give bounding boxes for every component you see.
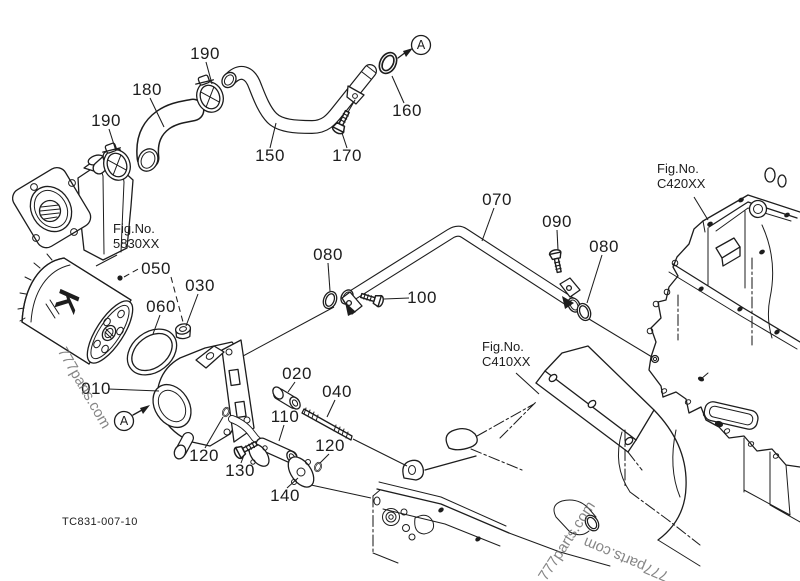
hydraulic-pump-drawing xyxy=(11,147,134,261)
callout-110: 110 xyxy=(270,407,300,426)
figref-engine-label: Fig.No. xyxy=(657,161,699,176)
callout-170: 170 xyxy=(332,146,362,165)
flange-140 xyxy=(287,456,315,488)
callout-140: 140 xyxy=(270,486,300,505)
figref-case-code: C410XX xyxy=(482,354,531,369)
bolt-090 xyxy=(548,248,566,274)
callout-100: 100 xyxy=(407,288,437,307)
delivery-pipe-070-drawing xyxy=(229,225,653,364)
figref-pump: Fig.No. 5830XX xyxy=(113,221,159,251)
callout-180: 180 xyxy=(132,80,162,99)
callout-060: 060 xyxy=(146,297,176,316)
callout-190-upper: 190 xyxy=(190,44,220,63)
filter-kit-markers xyxy=(117,267,192,376)
figref-engine: Fig.No. C420XX xyxy=(657,161,705,191)
engine-block-drawing xyxy=(646,167,800,523)
figref-case: Fig.No. C410XX xyxy=(482,339,530,369)
joint-pipe-group-drawing xyxy=(220,386,408,499)
callout-120-right: 120 xyxy=(315,436,345,455)
callout-150: 150 xyxy=(255,146,285,165)
callout-090: 090 xyxy=(542,212,572,231)
detail-a-circle-top xyxy=(410,34,432,56)
oring-120-right xyxy=(312,460,324,474)
nut-030 xyxy=(174,323,192,340)
oring-080-left xyxy=(320,288,340,312)
callout-070: 070 xyxy=(482,190,512,209)
detail-a-circle-bottom xyxy=(113,410,135,432)
oring-160 xyxy=(375,48,401,78)
detail-marker-a-top: A xyxy=(416,38,426,52)
callout-010: 010 xyxy=(81,379,111,398)
callout-080-left: 080 xyxy=(313,245,343,264)
callout-190-lower: 190 xyxy=(91,111,121,130)
callout-040: 040 xyxy=(322,382,352,401)
figref-pump-label: Fig.No. xyxy=(113,221,155,236)
callout-030: 030 xyxy=(185,276,215,295)
callout-020: 020 xyxy=(282,364,312,383)
detail-marker-a-bottom: A xyxy=(119,414,129,428)
drawing-code: TC831-007-10 xyxy=(62,516,138,528)
figref-engine-code: C420XX xyxy=(657,176,706,191)
callout-120-left: 120 xyxy=(189,446,219,465)
upper-hose-pipe-drawing xyxy=(96,34,432,185)
callout-080-right: 080 xyxy=(589,237,619,256)
clutch-housing-drawing xyxy=(372,345,701,567)
callout-130: 130 xyxy=(225,461,255,480)
oil-filter-drawing xyxy=(17,253,134,365)
figref-pump-code: 5830XX xyxy=(113,236,160,251)
figref-case-label: Fig.No. xyxy=(482,339,524,354)
callout-050: 050 xyxy=(141,259,171,278)
oring-060 xyxy=(126,328,178,376)
leader-lines xyxy=(95,61,709,489)
callout-160: 160 xyxy=(392,101,422,120)
